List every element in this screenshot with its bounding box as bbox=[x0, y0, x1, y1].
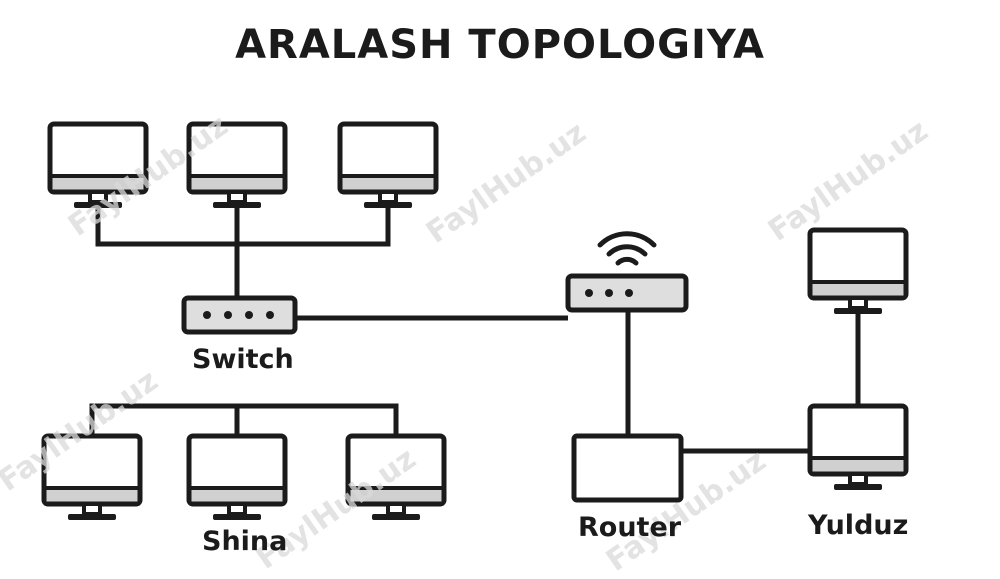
connections bbox=[89, 208, 861, 454]
monitor-yulduz-bottom bbox=[810, 406, 906, 490]
router-label: Router bbox=[578, 512, 682, 543]
wifi-icon bbox=[597, 231, 657, 266]
router-device bbox=[571, 433, 684, 503]
topology-diagram bbox=[0, 0, 1000, 562]
diagram-title: ARALASH TOPOLOGIYA bbox=[235, 22, 765, 68]
shina-label: Shina bbox=[202, 526, 288, 557]
yulduz-label: Yulduz bbox=[808, 510, 909, 541]
monitor-yulduz-top bbox=[810, 230, 906, 314]
star-bus-line-top bbox=[95, 208, 391, 247]
switch-label: Switch bbox=[192, 344, 294, 375]
shina-bus-line bbox=[89, 403, 399, 436]
switch-device bbox=[181, 295, 298, 335]
access-point-device bbox=[565, 273, 689, 313]
monitor-shina-2 bbox=[189, 436, 285, 520]
monitor-top-3 bbox=[340, 124, 436, 208]
